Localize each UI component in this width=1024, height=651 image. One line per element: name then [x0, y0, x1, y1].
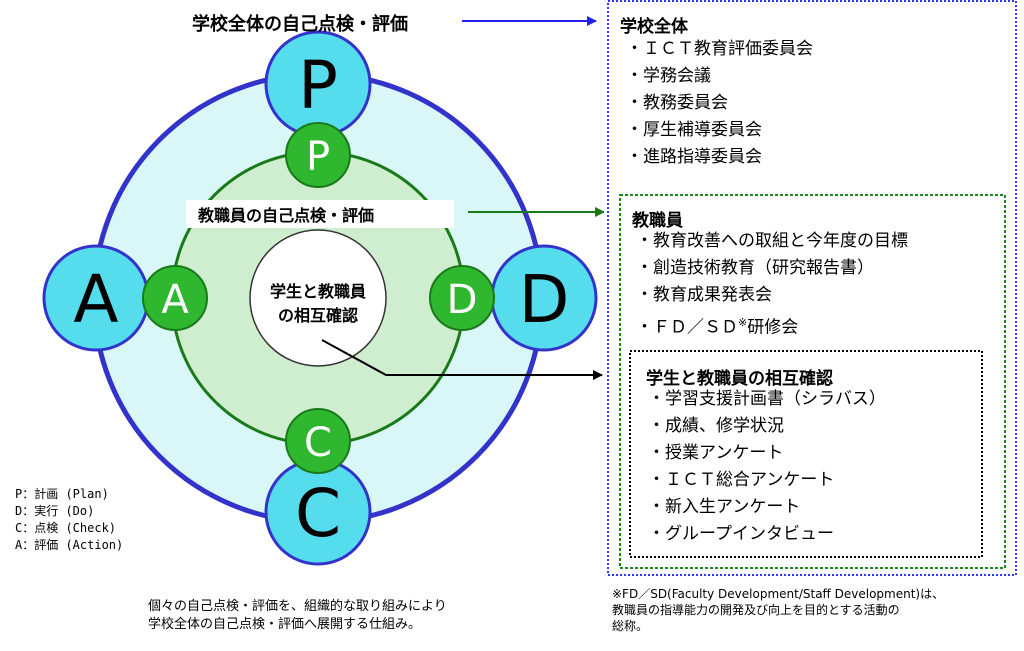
center-label-line-2: の相互確認 — [277, 306, 358, 325]
list-item: ・ＩＣＴ教育評価委員会 — [626, 39, 813, 59]
inner-badge-right: D — [429, 265, 495, 331]
center-label-line-1: 学生と教職員 — [269, 282, 366, 301]
list-item: ・教育成果発表会 — [636, 285, 772, 305]
list-item: ・教育改善への取組と今年度の目標 — [636, 231, 908, 251]
staff-box-border — [619, 194, 1006, 569]
list-item: ・進路指導委員会 — [626, 147, 762, 167]
caption-line-2: 学校全体の自己点検・評価へ展開する仕組み。 — [148, 617, 422, 632]
footnote-line-1: ※FD／SD(Faculty Development/Staff Develop… — [612, 587, 945, 601]
svg-text:A: A — [161, 277, 189, 323]
footnote-line-2: 教職員の指導能力の開発及び向上を目的とする活動の — [612, 603, 900, 617]
svg-text:C: C — [304, 420, 332, 466]
svg-text:P: P — [298, 47, 338, 124]
outer-title: 学校全体の自己点検・評価 — [192, 14, 408, 35]
staff-box-list: ・教育改善への取組と今年度の目標 ・創造技術教育（研究報告書） ・教育成果発表会… — [636, 228, 908, 342]
inner-badge-top: P — [285, 122, 351, 188]
caption: 個々の自己点検・評価を、組織的な取り組みにより 学校全体の自己点検・評価へ展開す… — [148, 598, 447, 634]
fdsd-note-mark: ※ — [738, 316, 748, 329]
center-circle — [249, 229, 387, 367]
svg-text:C: C — [295, 475, 341, 552]
fdsd-prefix: ・ＦＤ／ＳＤ — [636, 317, 738, 338]
staff-box-title: 教職員 — [632, 211, 683, 231]
fdsd-footnote: ※FD／SD(Faculty Development/Staff Develop… — [612, 586, 944, 634]
list-item: ・成績、修学状況 — [648, 416, 784, 436]
list-item: ・厚生補導委員会 — [626, 120, 762, 140]
list-item: ・創造技術教育（研究報告書） — [636, 258, 874, 278]
footnote-line-3: 総称。 — [612, 619, 649, 633]
legend-item-plan: P：計画 (Plan) — [15, 487, 109, 501]
svg-text:P: P — [306, 134, 330, 180]
school-box-title: 学校全体 — [620, 17, 688, 37]
list-item: ・グループインタビュー — [648, 524, 834, 544]
svg-text:D: D — [447, 277, 478, 323]
svg-text:A: A — [73, 261, 118, 338]
list-item-fdsd: ・ＦＤ／ＳＤ※研修会 — [636, 309, 908, 342]
mutual-box-title: 学生と教職員の相互確認 — [646, 369, 833, 389]
list-item: ・ＩＣＴ総合アンケート — [648, 470, 835, 490]
mutual-box-border — [629, 350, 983, 558]
list-item: ・学習支援計画書（シラバス） — [648, 389, 886, 409]
inner-badge-left: A — [142, 265, 208, 331]
middle-title-band — [186, 200, 454, 228]
legend-item-do: D：実行 (Do) — [15, 504, 95, 518]
school-box-border — [607, 0, 1017, 576]
legend-item-check: C：点検 (Check) — [15, 521, 117, 535]
list-item: ・授業アンケート — [648, 443, 784, 463]
outer-badge-right: D — [490, 244, 598, 352]
svg-text:D: D — [519, 261, 570, 338]
center-arrow — [321, 339, 603, 380]
list-item: ・新入生アンケート — [648, 497, 801, 517]
school-box-list: ・ＩＣＴ教育評価委員会 ・学務会議 ・教務委員会 ・厚生補導委員会 ・進路指導委… — [626, 36, 813, 171]
outer-badge-top: P — [264, 30, 372, 138]
caption-line-1: 個々の自己点検・評価を、組織的な取り組みにより — [148, 599, 447, 614]
legend: P：計画 (Plan) D：実行 (Do) C：点検 (Check) A：評価 … — [15, 486, 123, 554]
list-item: ・教務委員会 — [626, 93, 728, 113]
mutual-box-list: ・学習支援計画書（シラバス） ・成績、修学状況 ・授業アンケート ・ＩＣＴ総合ア… — [648, 386, 886, 548]
center-label: 学生と教職員 の相互確認 — [250, 280, 386, 328]
middle-title: 教職員の自己点検・評価 — [198, 206, 375, 225]
outer-badge-left: A — [42, 244, 150, 352]
legend-item-action: A：評価 (Action) — [15, 538, 124, 552]
inner-badge-bottom: C — [285, 408, 351, 474]
fdsd-suffix: 研修会 — [747, 317, 799, 338]
list-item: ・学務会議 — [626, 66, 711, 86]
outer-badge-bottom: C — [264, 458, 372, 566]
